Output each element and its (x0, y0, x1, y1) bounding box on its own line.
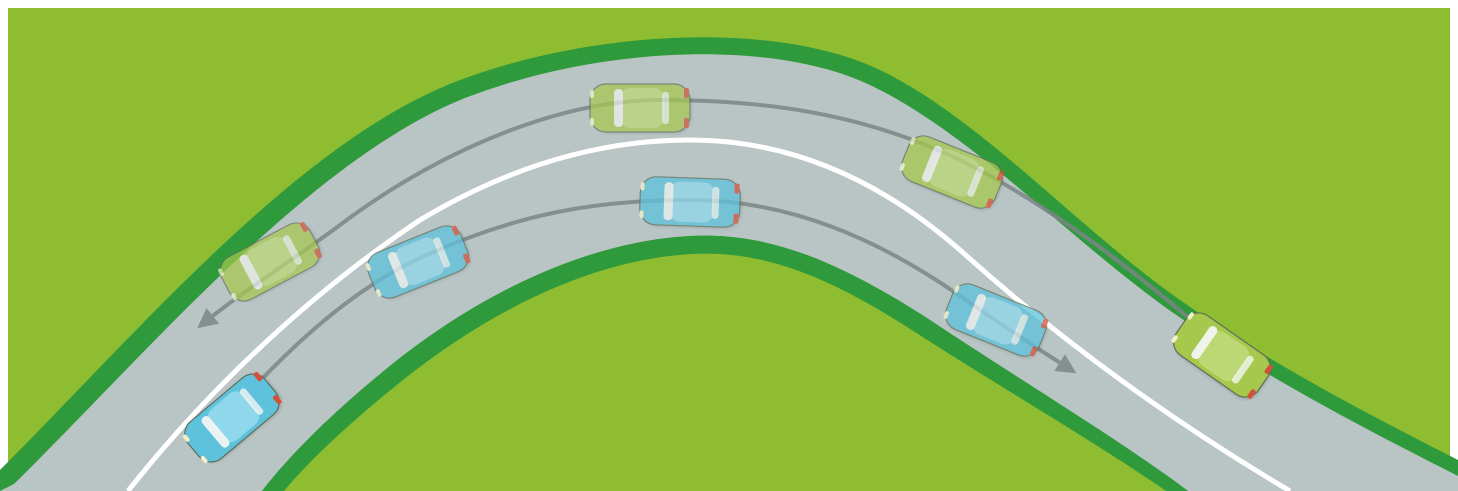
green-car-frame-3 (590, 84, 692, 134)
blue-car-frame-3 (639, 176, 743, 230)
